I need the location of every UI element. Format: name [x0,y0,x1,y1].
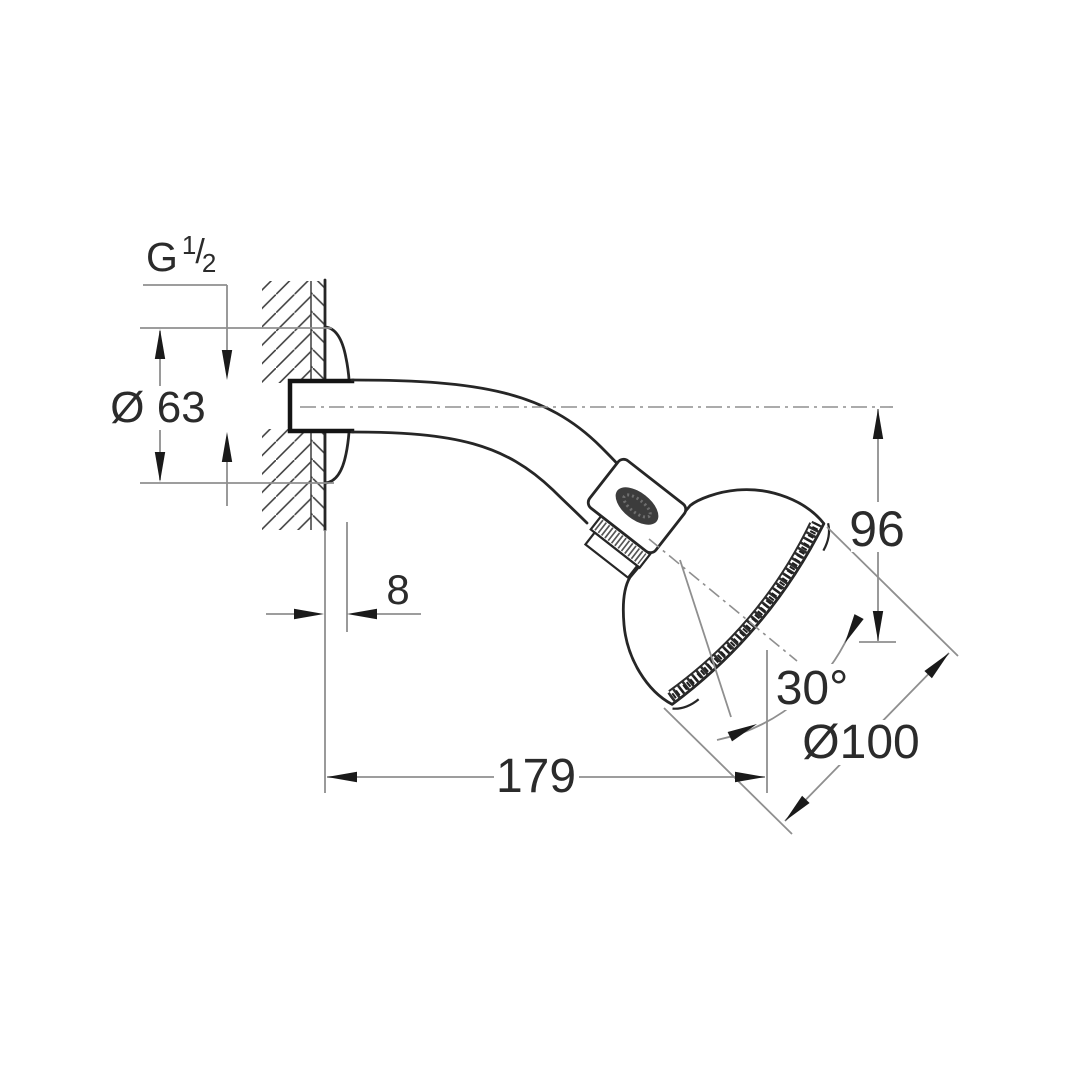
swivel-angle-label: 30° [776,662,849,715]
thread-numerator: 1 [182,230,196,260]
wall-clearance-label: 8 [386,566,409,613]
angle-reference-line [679,559,732,718]
grohe-logo-badge [615,487,659,525]
shower-head-body [621,488,826,706]
shower-head [621,488,831,710]
shower-arm-bottom-edge [350,430,589,525]
spray-face-nozzle-band-core [669,522,821,701]
pipe-stub-outline [287,378,355,434]
connector-neck [583,531,639,580]
pipe-channel [262,383,352,429]
pipe-stub [262,378,355,434]
connector-collar-knurl [594,519,647,565]
thread-g: G [146,234,178,280]
spray-face-rim-lip-left [672,698,700,710]
head-diameter-label: Ø100 [802,716,919,769]
shower-arm [350,378,624,525]
dimension-thread-leader [143,284,228,506]
label-backgrounds [112,386,918,799]
thread-denominator: 2 [202,248,216,278]
dimension-wall-clearance [266,522,421,632]
thread-slash: / [195,233,205,271]
spray-face-rim-lip-right [822,522,831,552]
connector-block [583,457,688,580]
arm-reach-label: 179 [496,750,576,803]
shower-arm-top-edge [350,378,624,471]
grohe-logo-texture [622,493,652,519]
head-drop-label: 96 [849,501,905,557]
flange-diameter-label: Ø 63 [110,383,205,432]
spray-face-inner-rim [668,522,812,693]
head-axis-line [648,538,798,662]
